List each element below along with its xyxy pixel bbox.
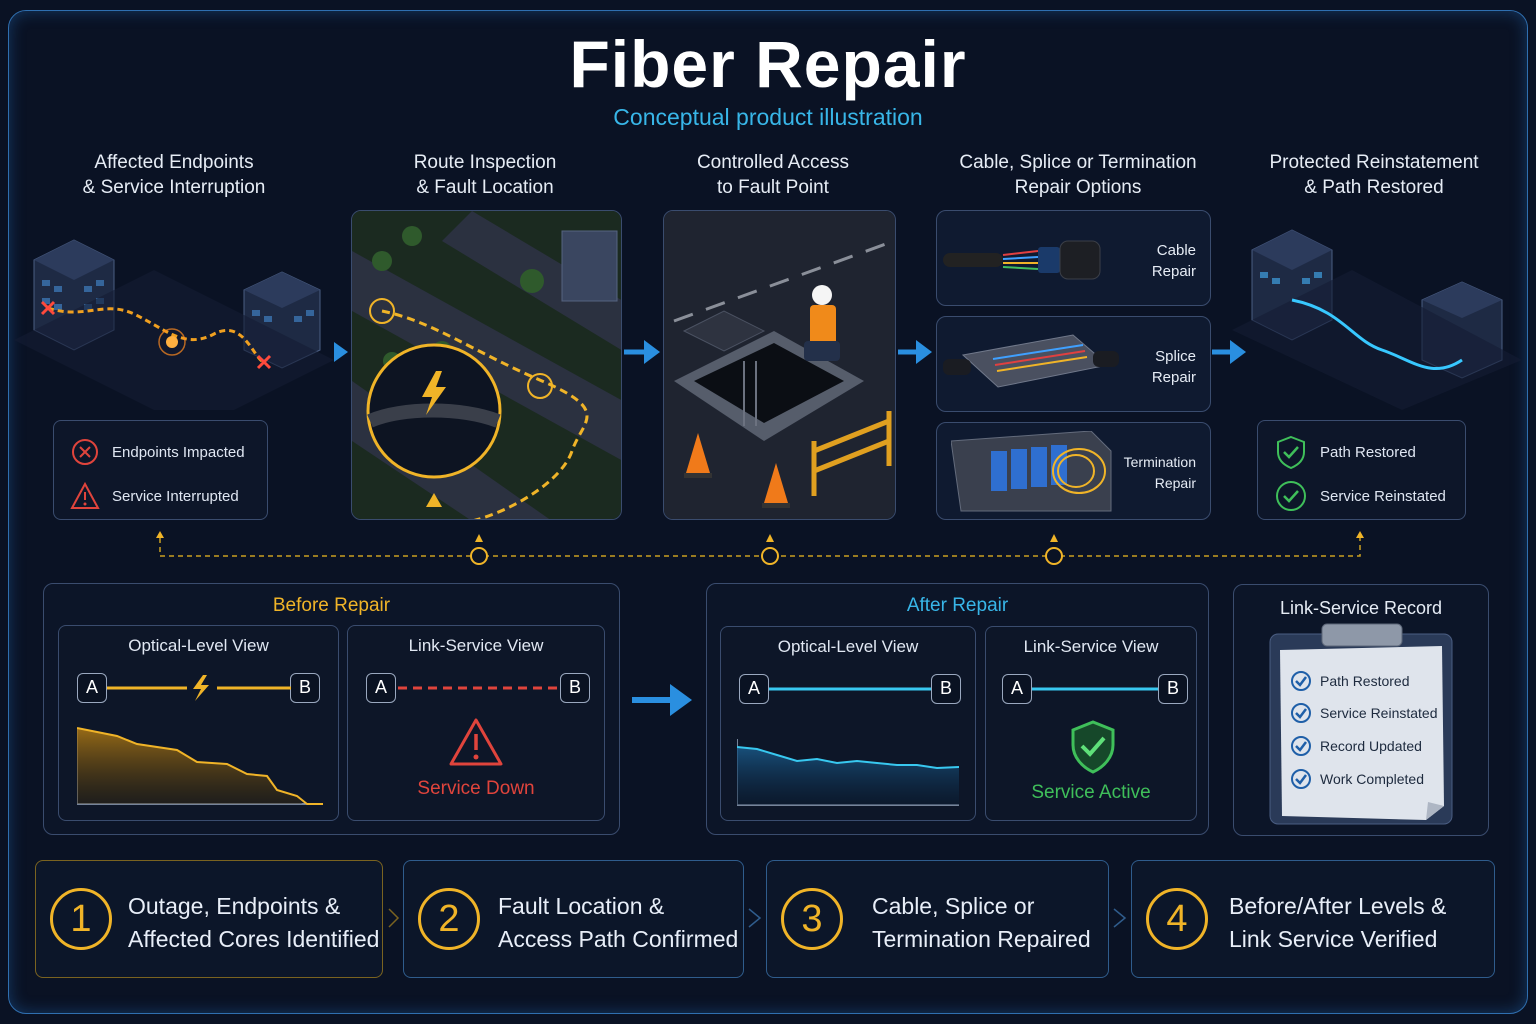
node-a: A (1002, 674, 1032, 704)
record-item-work-completed: Work Completed (1290, 768, 1424, 790)
step-1: 1 Outage, Endpoints &Affected Cores Iden… (35, 860, 383, 978)
step-2: 2 Fault Location &Access Path Confirmed (403, 860, 744, 978)
flow-arrow-1 (334, 342, 348, 362)
status-service-interrupted: Service Interrupted (70, 481, 239, 511)
after-optical-level-chart (737, 739, 959, 806)
step-number: 3 (781, 888, 843, 950)
check-circle-icon (1291, 769, 1311, 789)
restored-path-illustration (1232, 229, 1522, 410)
status-service-reinstated: Service Reinstated (1274, 479, 1446, 513)
controlled-access-panel (663, 210, 896, 520)
cable-connector-icon (943, 240, 1101, 280)
check-circle-icon (1291, 671, 1311, 691)
termination-panel-icon (951, 431, 1112, 512)
check-circle-icon (1291, 736, 1311, 756)
restored-status-box: Path Restored Service Reinstated (1257, 420, 1466, 520)
page-subtitle: Conceptual product illustration (613, 104, 923, 130)
step-4: 4 Before/After Levels &Link Service Veri… (1131, 860, 1495, 978)
after-repair-section: After Repair Optical-Level View A B Link… (706, 583, 1209, 835)
node-b: B (931, 674, 961, 704)
step-number: 4 (1146, 888, 1208, 950)
check-circle-icon (1291, 703, 1311, 723)
step-number: 2 (418, 888, 480, 950)
record-item-path-restored: Path Restored (1290, 670, 1410, 692)
after-optical-link (769, 687, 931, 691)
impact-status-box: Endpoints Impacted Service Interrupted (53, 420, 268, 520)
before-link-view: Link-Service View A B Service Down (347, 625, 605, 821)
before-service-link (398, 686, 558, 690)
error-x-icon (72, 439, 98, 465)
before-optical-level-chart (77, 727, 323, 805)
step-text: Before/After Levels &Link Service Verifi… (1229, 893, 1447, 952)
before-optical-view: Optical-Level View A B (58, 625, 339, 821)
record-item-service-reinstated: Service Reinstated (1290, 702, 1438, 724)
shield-check-icon (1277, 435, 1305, 469)
stage-connector-line (156, 531, 1364, 565)
before-optical-link (107, 675, 291, 701)
flow-arrow-2 (624, 340, 660, 364)
flow-arrow-3 (898, 340, 932, 364)
step-number: 1 (50, 888, 112, 950)
stage-title-endpoints: Affected Endpoints& Service Interruption (82, 152, 266, 198)
after-link-view: Link-Service View A B Service Active (985, 626, 1197, 821)
service-down-warning-icon (449, 718, 503, 766)
node-b: B (290, 673, 320, 703)
page-frame (8, 10, 1528, 1014)
flow-arrow-4 (1212, 340, 1246, 364)
manhole-worker-illustration (664, 211, 895, 519)
after-service-link (1032, 687, 1158, 691)
step-text: Outage, Endpoints &Affected Cores Identi… (128, 893, 380, 952)
endpoints-illustration (14, 239, 334, 410)
chevron-right-icon (388, 908, 400, 928)
before-repair-title: Before Repair (272, 595, 391, 616)
after-repair-title: After Repair (906, 595, 1009, 616)
status-endpoints-impacted: Endpoints Impacted (70, 437, 245, 467)
before-link-title: Link-Service View (408, 636, 544, 655)
stage-title-restored: Protected Reinstatement& Path Restored (1269, 152, 1479, 198)
step-text: Fault Location &Access Path Confirmed (498, 893, 739, 952)
node-a: A (366, 673, 396, 703)
clipboard-icon (1269, 623, 1453, 825)
before-after-arrow (632, 684, 692, 716)
status-path-restored: Path Restored (1274, 435, 1416, 469)
after-optical-view: Optical-Level View A B (720, 626, 976, 821)
service-active-label: Service Active (1031, 782, 1151, 803)
check-circle-icon (1276, 481, 1306, 511)
after-optical-title: Optical-Level View (777, 637, 919, 656)
node-b: B (1158, 674, 1188, 704)
page-title: Fiber Repair (569, 27, 967, 101)
chevron-right-icon (748, 908, 762, 928)
chevron-right-icon (1113, 908, 1127, 928)
route-map-illustration (352, 211, 621, 519)
record-item-record-updated: Record Updated (1290, 735, 1422, 757)
service-down-label: Service Down (417, 778, 535, 799)
node-a: A (739, 674, 769, 704)
after-link-title: Link-Service View (1023, 637, 1159, 656)
stage-title-inspection: Route Inspection& Fault Location (413, 152, 557, 198)
node-b: B (560, 673, 590, 703)
route-inspection-panel (351, 210, 622, 520)
before-repair-section: Before Repair Optical-Level View A B Lin… (43, 583, 620, 835)
record-title: Link-Service Record (1279, 598, 1443, 618)
before-optical-title: Optical-Level View (128, 636, 269, 655)
node-a: A (77, 673, 107, 703)
warning-triangle-icon (70, 481, 100, 509)
fault-bolt-icon (193, 675, 209, 701)
splice-enclosure-icon (943, 334, 1119, 388)
shield-check-icon (1071, 720, 1115, 774)
